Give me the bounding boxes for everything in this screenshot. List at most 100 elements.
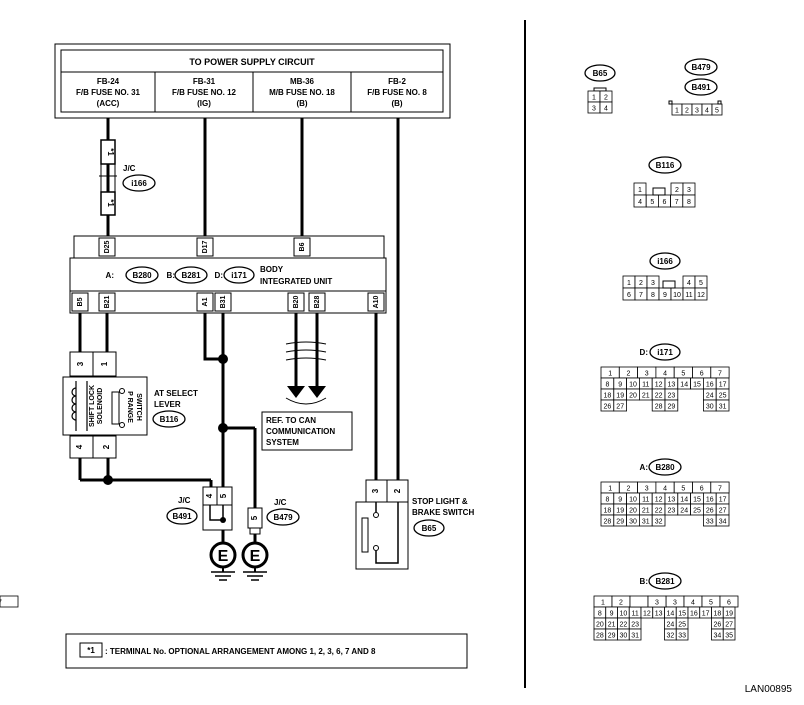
pin-b280-8-label: 8 xyxy=(605,497,609,504)
svg-text:(IG): (IG) xyxy=(197,99,211,108)
biu-conn-b: B281 xyxy=(181,271,201,280)
junction-dot xyxy=(218,423,228,433)
pin-i166-6-label: 6 xyxy=(627,292,631,299)
power-supply-block: TO POWER SUPPLY CIRCUIT FB-24 F/B FUSE N… xyxy=(54,43,451,119)
b491-latch xyxy=(717,100,722,105)
pin-i166-8-label: 8 xyxy=(651,292,655,299)
biu-conn-d: i171 xyxy=(231,271,247,280)
svg-text:1: 1 xyxy=(100,361,109,366)
pin-b281-34-label: 34 xyxy=(713,633,721,640)
pin-b281-8-label: 8 xyxy=(598,611,602,618)
power-supply-title: TO POWER SUPPLY CIRCUIT xyxy=(189,57,315,67)
pin-i171-14-label: 14 xyxy=(680,382,688,389)
pin-b116-8-label: 8 xyxy=(687,199,691,206)
terminal-note: *1 : TERMINAL No. OPTIONAL ARRANGEMENT A… xyxy=(65,633,468,669)
pin-b281-26-label: 26 xyxy=(713,622,721,629)
pin-i171-20-label: 20 xyxy=(629,393,637,400)
pin-b281-16-label: 16 xyxy=(690,611,698,618)
pin-b491-5-label: 5 xyxy=(715,108,719,115)
jc-b479-conn: B479 xyxy=(273,513,293,522)
note-star: *1 xyxy=(87,646,95,655)
svg-text:(B): (B) xyxy=(296,99,307,108)
svg-text:2: 2 xyxy=(102,444,111,449)
svg-text:A:: A: xyxy=(640,463,648,472)
pin-b281-3-label: 3 xyxy=(673,600,677,607)
svg-text:F/B FUSE NO. 8: F/B FUSE NO. 8 xyxy=(367,88,427,97)
i166-key xyxy=(662,280,676,289)
pin-b280-29-label: 29 xyxy=(616,519,624,526)
fuse-fb-24: FB-24 F/B FUSE NO. 31 (ACC) xyxy=(76,77,141,108)
ground-e-b479: E xyxy=(250,548,261,565)
can-ref-line3: SYSTEM xyxy=(266,438,299,447)
pin-b280-22-label: 22 xyxy=(655,508,663,515)
pin-i171-27 xyxy=(613,399,627,412)
pin-b116-6-label: 6 xyxy=(663,199,667,206)
pin-i166-1-label: 1 xyxy=(627,280,631,287)
biu-pin-b21: B21 xyxy=(104,295,111,308)
pin-b280-6-label: 6 xyxy=(700,486,704,493)
svg-text:B:: B: xyxy=(167,271,175,280)
p-range-switch-1: P RANGE xyxy=(126,391,133,423)
pin-b280-33-label: 33 xyxy=(706,519,714,526)
svg-text:(ACC): (ACC) xyxy=(97,99,120,108)
pin-i171-26-label: 26 xyxy=(604,404,612,411)
svg-text:4: 4 xyxy=(75,444,84,449)
pin-b65-2-label: 2 xyxy=(604,95,608,102)
pin-i166-9-label: 9 xyxy=(663,292,667,299)
pin-b116-4-label: 4 xyxy=(638,199,642,206)
biu-pin-box xyxy=(287,292,305,312)
can-reference: REF. TO CAN COMMUNICATION SYSTEM xyxy=(261,341,353,451)
junction-dot xyxy=(218,354,228,364)
svg-text:3: 3 xyxy=(76,361,85,366)
pin-i171-27-label: 27 xyxy=(616,404,624,411)
pin-b280-31-label: 31 xyxy=(642,519,650,526)
pin-b280-27-label: 27 xyxy=(719,508,727,515)
pin-b281-1-label: 1 xyxy=(601,600,605,607)
pin-i171-31-label: 31 xyxy=(719,404,727,411)
pin-b491-5 xyxy=(711,103,723,116)
svg-text:FB-31: FB-31 xyxy=(193,77,216,86)
pin-b491-3-label: 3 xyxy=(695,108,699,115)
pin-b281-2-label: 2 xyxy=(619,600,623,607)
svg-text:B:: B: xyxy=(640,577,648,586)
pin-b281-18-label: 18 xyxy=(713,611,721,618)
pin-i171-29-label: 29 xyxy=(668,404,676,411)
pin-b280-34 xyxy=(715,514,730,527)
svg-text:A:: A: xyxy=(106,271,114,280)
conn-b65-name: B65 xyxy=(593,69,608,78)
biu-pin-d25: D25 xyxy=(104,240,111,253)
pin-b280-28-label: 28 xyxy=(604,519,612,526)
pin-i171-15-label: 15 xyxy=(693,382,701,389)
pin-b280-18-label: 18 xyxy=(604,508,612,515)
biu-pin-b5: B5 xyxy=(77,297,84,306)
pin-i166-5-label: 5 xyxy=(699,280,703,287)
pin-b281-27-label: 27 xyxy=(725,622,733,629)
at-select-lever: 3 1 SHIFT LOCK SOLENOID P RANGE SWITCH 4… xyxy=(62,351,198,459)
pin-i171-18-label: 18 xyxy=(604,393,612,400)
pin-b280-25-label: 25 xyxy=(693,508,701,515)
pin-i171-13-label: 13 xyxy=(668,382,676,389)
pin-b280-20-label: 20 xyxy=(629,508,637,515)
stop-light-label-2: BRAKE SWITCH xyxy=(412,508,474,517)
note-text: : TERMINAL No. OPTIONAL ARRANGEMENT AMON… xyxy=(105,647,376,656)
biu-pin-box xyxy=(214,292,232,312)
pin-i166-3-label: 3 xyxy=(651,280,655,287)
svg-text:D:: D: xyxy=(640,348,648,357)
body-integrated-unit: D25 D17 B6 A: B280 B: B281 D: i171 BODY … xyxy=(69,235,387,314)
pin-i166-11-label: 11 xyxy=(685,292,692,299)
pin-b280-2-label: 2 xyxy=(626,486,630,493)
biu-pin-b6: B6 xyxy=(299,242,306,251)
pin-i171-16-label: 16 xyxy=(706,382,714,389)
pin-b116-3-label: 3 xyxy=(687,187,691,194)
pin-b65-4-label: 4 xyxy=(604,106,608,113)
pin-b281-5-label: 5 xyxy=(709,600,713,607)
pin-i171-1-label: 1 xyxy=(608,371,612,378)
pin-b281-33 xyxy=(675,628,689,641)
pin-b116-1-label: 1 xyxy=(638,187,642,194)
pin-b281-14-label: 14 xyxy=(666,611,674,618)
p-range-switch-2: SWITCH xyxy=(135,393,142,421)
pin-b280-4-label: 4 xyxy=(663,486,667,493)
svg-text:5: 5 xyxy=(250,515,259,520)
pin-b281-32-label: 32 xyxy=(666,633,674,640)
pin-b491-2-label: 2 xyxy=(685,108,689,115)
